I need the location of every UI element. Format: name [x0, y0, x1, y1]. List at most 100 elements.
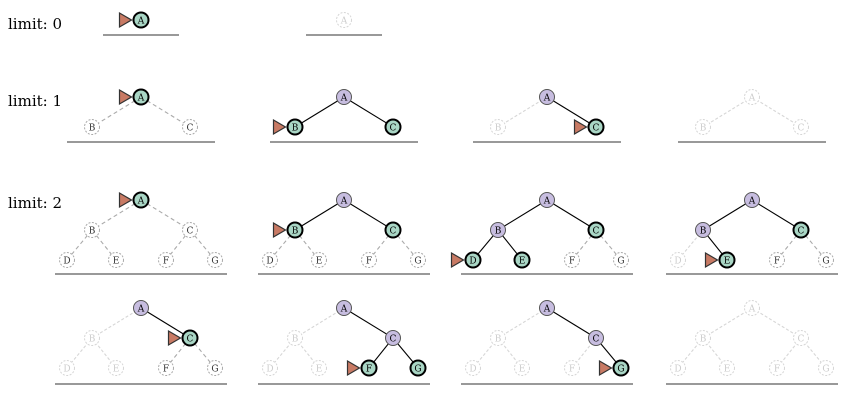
- node-a: [336, 12, 352, 28]
- edge-A-C: [546, 307, 597, 339]
- current-node-marker-icon: [573, 118, 588, 136]
- node-label-f: F: [366, 365, 372, 375]
- node-g: [207, 252, 223, 268]
- node-label-a: A: [543, 94, 551, 104]
- node-f: [769, 252, 785, 268]
- node-label-e: E: [519, 257, 526, 267]
- edge-A-C: [751, 307, 802, 339]
- node-c: [793, 119, 809, 135]
- edge-A-C: [343, 96, 394, 128]
- node-g: [818, 252, 834, 268]
- node-b: [695, 119, 711, 135]
- node-a: [744, 300, 760, 316]
- node-label-d: D: [674, 365, 681, 375]
- current-node-marker-icon: [118, 191, 133, 209]
- node-label-a: A: [137, 94, 145, 104]
- node-label-a: A: [137, 197, 145, 207]
- node-a: [132, 88, 150, 106]
- node-label-a: A: [137, 305, 145, 315]
- node-b: [490, 330, 506, 346]
- node-d: [262, 252, 278, 268]
- edge-A-B: [91, 96, 142, 128]
- node-label-f: F: [774, 365, 780, 375]
- node-a: [132, 191, 150, 209]
- node-e: [311, 252, 327, 268]
- current-node-marker-icon: [118, 11, 133, 29]
- node-d: [465, 360, 481, 376]
- node-b: [490, 119, 506, 135]
- current-node-marker-icon: [450, 251, 465, 269]
- node-label-g: G: [617, 257, 624, 267]
- node-label-c: C: [593, 335, 600, 345]
- node-c: [385, 330, 401, 346]
- node-label-b: B: [700, 124, 707, 134]
- node-label-b: B: [495, 335, 502, 345]
- node-label-b: B: [495, 227, 502, 237]
- node-label-b: B: [89, 335, 96, 345]
- node-e: [719, 360, 735, 376]
- node-e: [513, 251, 531, 269]
- node-c: [792, 221, 810, 239]
- node-f: [769, 360, 785, 376]
- edge-A-C: [343, 199, 394, 231]
- node-label-f: F: [163, 365, 169, 375]
- node-g: [612, 359, 630, 377]
- current-node-marker-icon: [272, 221, 287, 239]
- current-node-marker-icon: [704, 251, 719, 269]
- current-node-marker-icon: [167, 329, 182, 347]
- node-label-f: F: [569, 257, 575, 267]
- node-label-a: A: [748, 305, 756, 315]
- edge-A-B: [497, 199, 548, 231]
- node-label-b: B: [292, 227, 299, 237]
- edge-A-B: [91, 307, 142, 339]
- node-label-c: C: [390, 335, 397, 345]
- node-label-f: F: [569, 365, 575, 375]
- node-f: [360, 359, 378, 377]
- edge-A-C: [343, 307, 394, 339]
- node-a: [539, 192, 555, 208]
- node-label-b: B: [292, 124, 299, 134]
- node-label-g: G: [822, 257, 829, 267]
- node-a: [336, 300, 352, 316]
- node-c: [182, 119, 198, 135]
- node-label-b: B: [292, 335, 299, 345]
- node-label-g: G: [822, 365, 829, 375]
- node-g: [410, 252, 426, 268]
- node-label-g: G: [414, 365, 421, 375]
- node-f: [564, 360, 580, 376]
- node-label-d: D: [266, 257, 273, 267]
- current-node-marker-icon: [346, 359, 361, 377]
- node-label-a: A: [340, 17, 348, 27]
- edge-A-C: [751, 199, 802, 231]
- node-e: [108, 360, 124, 376]
- edge-A-C: [751, 96, 802, 128]
- node-c: [588, 330, 604, 346]
- row-label-limit-1: limit: 1: [8, 92, 63, 110]
- node-label-c: C: [187, 335, 194, 345]
- node-label-a: A: [137, 17, 145, 27]
- edge-A-B: [294, 199, 345, 231]
- node-label-d: D: [469, 365, 476, 375]
- node-d: [464, 251, 482, 269]
- node-b: [84, 222, 100, 238]
- node-label-b: B: [89, 124, 96, 134]
- node-b: [286, 118, 304, 136]
- node-c: [384, 221, 402, 239]
- node-label-f: F: [774, 257, 780, 267]
- node-label-a: A: [340, 305, 348, 315]
- node-f: [564, 252, 580, 268]
- node-label-d: D: [469, 257, 476, 267]
- node-label-c: C: [798, 335, 805, 345]
- edge-A-B: [497, 96, 548, 128]
- edge-A-B: [294, 307, 345, 339]
- node-e: [514, 360, 530, 376]
- node-f: [158, 360, 174, 376]
